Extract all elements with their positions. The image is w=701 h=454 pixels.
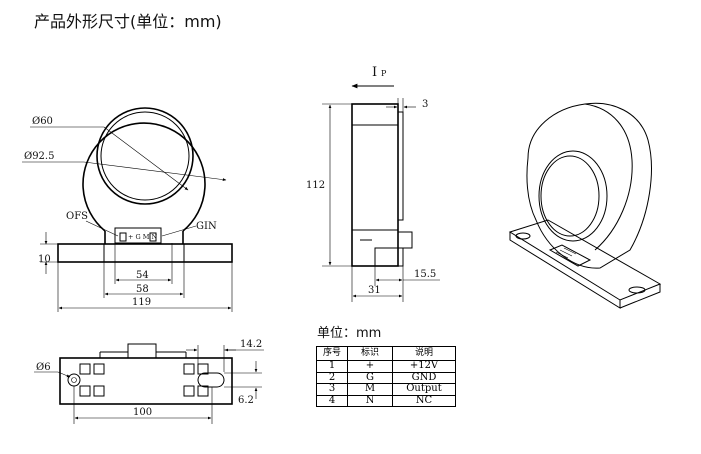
- cell-desc: GND: [392, 371, 456, 384]
- dim-w58: 58: [136, 284, 149, 295]
- cell-index: 3: [316, 383, 348, 396]
- cell-mark: +: [347, 360, 393, 373]
- header-mark: 标识: [347, 346, 393, 361]
- front-view: + G M N Ø60 Ø92.5 OFS GIN 10: [22, 107, 233, 312]
- cell-desc: NC: [392, 394, 456, 407]
- bottom-view: Ø6 14.2 6.2 100: [34, 339, 264, 424]
- dim-s142: 14.2: [240, 339, 262, 350]
- isometric-view: [508, 102, 662, 309]
- cell-mark: N: [347, 394, 393, 407]
- dim-t3: 3: [422, 99, 428, 110]
- cell-desc: Output: [392, 383, 456, 396]
- dim-s62: 6.2: [238, 395, 254, 406]
- dim-d925: Ø92.5: [24, 151, 54, 162]
- dim-h112: 112: [306, 180, 325, 191]
- cell-index: 1: [316, 360, 348, 373]
- label-ofs: OFS: [66, 211, 88, 222]
- dim-s31: 31: [368, 285, 381, 296]
- table-row: 4 N NC: [316, 394, 456, 407]
- dim-h10: 10: [38, 254, 51, 265]
- label-gin: GIN: [196, 221, 217, 232]
- dim-w54: 54: [136, 270, 149, 281]
- side-view: I P 3 112 15.5: [306, 65, 440, 302]
- header-desc: 说明: [392, 346, 456, 361]
- page-title: 产品外形尺寸(单位：mm): [34, 12, 222, 31]
- current-label: I: [372, 65, 377, 80]
- dim-d6: Ø6: [36, 362, 51, 373]
- table-unit-label: 单位：mm: [317, 326, 382, 341]
- table-row: 3 M Output: [316, 383, 456, 396]
- cell-mark: G: [347, 371, 393, 384]
- cell-index: 2: [316, 371, 348, 384]
- dim-w119: 119: [132, 297, 151, 308]
- dim-w100: 100: [133, 407, 152, 418]
- pin-labels: + G M N: [128, 233, 157, 241]
- cell-desc: +12V: [392, 360, 456, 373]
- table-row: 1 + +12V: [316, 360, 456, 373]
- cell-index: 4: [316, 394, 348, 407]
- cell-mark: M: [347, 383, 393, 396]
- table-row: 2 G GND: [316, 371, 456, 384]
- current-sub: P: [381, 69, 387, 78]
- pin-spec-table: 序号 标识 说明 1 + +12V 2 G GND 3 M Output 4: [316, 346, 456, 407]
- dim-s155: 15.5: [414, 269, 436, 280]
- table-header-row: 序号 标识 说明: [316, 346, 456, 361]
- header-index: 序号: [316, 346, 348, 361]
- dim-d60: Ø60: [32, 116, 53, 127]
